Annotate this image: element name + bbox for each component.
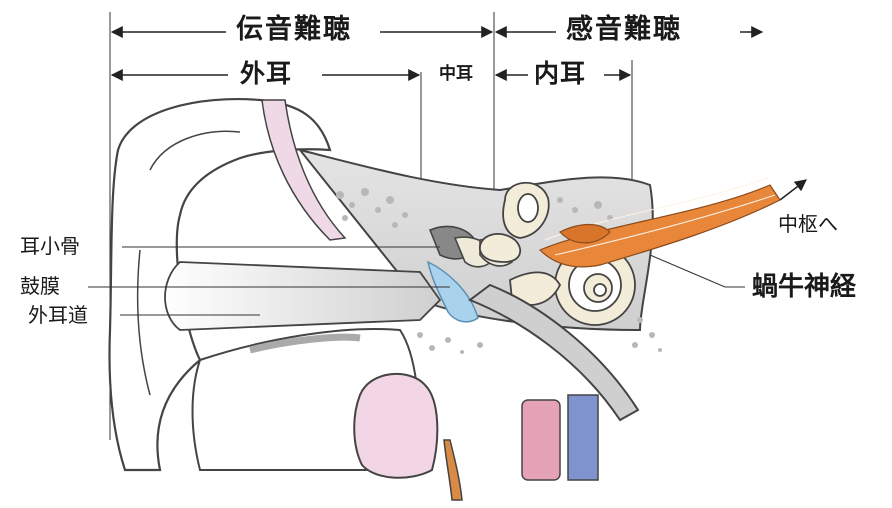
ear-canal-shape <box>165 262 440 330</box>
parotid-gland <box>354 374 437 478</box>
conductive-hearing-loss-label: 伝音難聴 <box>236 16 352 43</box>
ossicles-label: 耳小骨 <box>20 236 80 256</box>
to-center-label: 中枢へ <box>778 214 838 234</box>
cochlear-nerve-label: 蝸牛神経 <box>752 274 856 300</box>
to-center-arrow <box>780 180 806 200</box>
eardrum-label: 鼓膜 <box>20 276 60 296</box>
ear-canal-label: 外耳道 <box>28 305 88 325</box>
outer-ear-label: 外耳 <box>240 61 292 86</box>
inner-ear-label: 内耳 <box>534 61 586 86</box>
middle-ear-label: 中耳 <box>439 66 473 83</box>
nerve-pointer <box>650 255 725 287</box>
vessels <box>444 395 598 500</box>
sensorineural-hearing-loss-label: 感音難聴 <box>566 16 682 43</box>
